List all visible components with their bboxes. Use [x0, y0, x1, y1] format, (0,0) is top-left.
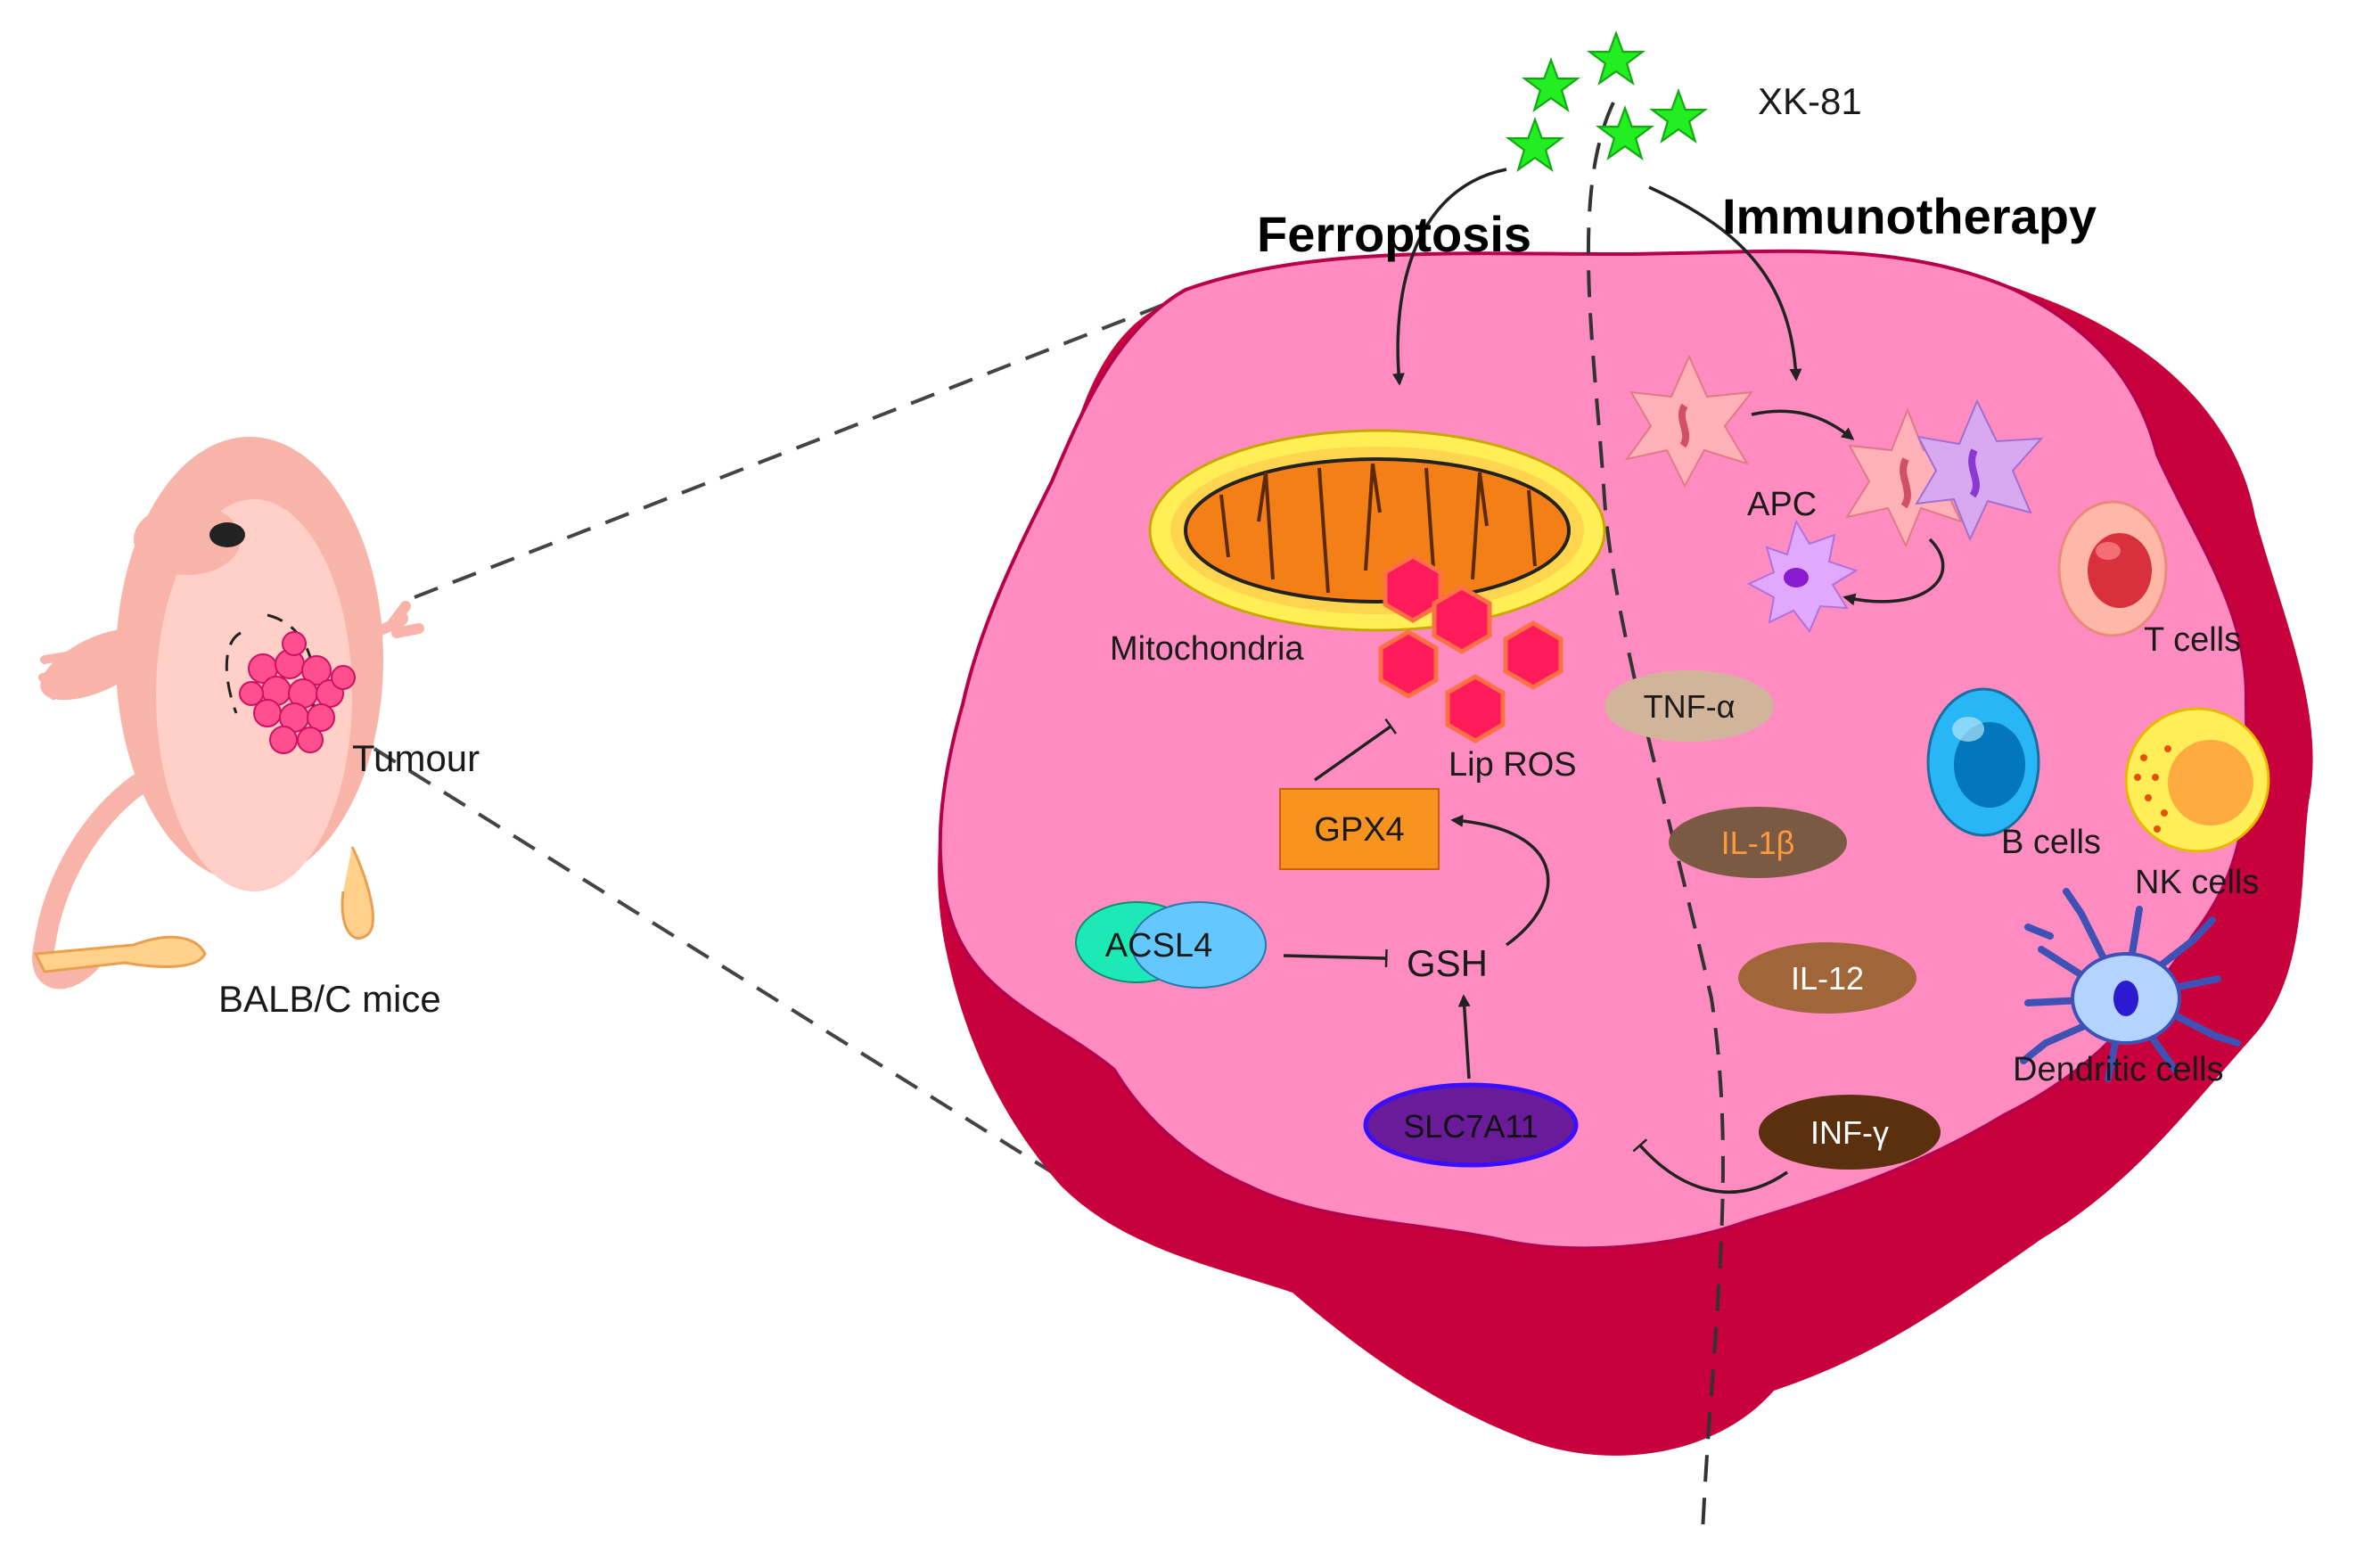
- immunotherapy-title: Immunotherapy: [1722, 188, 2097, 244]
- star-icon: [1648, 88, 1709, 144]
- hexagon-icon: [1448, 677, 1503, 741]
- hexagon-icon: [1381, 632, 1436, 696]
- slc7a11-label: SLC7A11: [1403, 1108, 1538, 1145]
- gsh-label: GSH: [1407, 942, 1488, 984]
- cytokine-il12: IL-12: [1738, 942, 1916, 1014]
- tumour-panel: [938, 249, 2313, 1456]
- star-icon: [1595, 105, 1655, 161]
- star-icon: [1521, 57, 1581, 113]
- acsl4-inhibits-gsh: [1283, 948, 1388, 968]
- acsl4-complex: [1075, 901, 1267, 989]
- nk-cells-label: NK cells: [2135, 864, 2259, 901]
- infg-inhibits-slc7a11: [1632, 1138, 1788, 1194]
- svg-text:INF-γ: INF-γ: [1810, 1114, 1889, 1151]
- star-icon: [1586, 30, 1646, 86]
- acsl4-label: ACSL4: [1105, 927, 1212, 965]
- svg-text:TNF-α: TNF-α: [1644, 688, 1736, 725]
- zoom-lines: [373, 301, 1169, 1177]
- apc-cell-icon: [1624, 354, 1754, 489]
- mouse-icon: [32, 437, 424, 989]
- apc-activation-arrow: [1751, 409, 1855, 440]
- arrow-to-ferroptosis: [1392, 168, 1507, 386]
- apc-presentation-arrow: [1842, 538, 1945, 606]
- b-cells-label: B cells: [2001, 824, 2101, 861]
- mice-label: BALB/C mice: [218, 978, 441, 1020]
- slc7a11-pill: [1363, 1082, 1579, 1168]
- nk-cell-icon: [2124, 707, 2270, 853]
- cytokine-il1b: IL-1β: [1669, 807, 1847, 878]
- dendritic-cells-label: Dendritic cells: [2013, 1051, 2224, 1088]
- slc7a11-to-gsh-arrow: [1457, 994, 1471, 1080]
- gpx4-label: GPX4: [1314, 811, 1404, 849]
- svg-text:IL-12: IL-12: [1791, 960, 1864, 997]
- t-cell-icon: [2057, 500, 2168, 637]
- cytokine-tnf: TNF-α: [1604, 670, 1774, 742]
- apc-label: APC: [1747, 486, 1817, 523]
- ferroptosis-title: Ferroptosis: [1257, 206, 1531, 262]
- arrow-to-immunotherapy: [1648, 185, 1802, 382]
- pathway-divider: [1586, 102, 1725, 1534]
- drug-label: XK-81: [1758, 80, 1862, 122]
- xk81-drug-stars: [1505, 30, 1709, 173]
- hexagon-icon: [1434, 587, 1490, 652]
- dendritic-cell-icon: [2020, 888, 2241, 1082]
- t-cells-label: T cells: [2144, 621, 2241, 659]
- b-cell-icon: [1926, 687, 2040, 837]
- tumour-label: Tumour: [352, 737, 480, 779]
- tumour-nodule-icon: [239, 631, 356, 754]
- apc-cell-icon: [1746, 519, 1859, 633]
- gpx4-inhibits-ros: [1313, 718, 1397, 782]
- hexagon-icon: [1506, 623, 1561, 687]
- gpx4-box: [1279, 788, 1440, 870]
- svg-text:IL-1β: IL-1β: [1721, 825, 1795, 861]
- star-icon: [1505, 117, 1565, 173]
- mitochondria-label: Mitochondria: [1110, 630, 1304, 668]
- cytokine-infg: INF-γ: [1759, 1095, 1941, 1170]
- lip-ros-label: Lip ROS: [1449, 746, 1577, 784]
- apc-cell-icon: [1915, 398, 2044, 542]
- gsh-to-gpx4-arrow: [1450, 814, 1550, 947]
- mitochondria-icon: [1148, 429, 1606, 632]
